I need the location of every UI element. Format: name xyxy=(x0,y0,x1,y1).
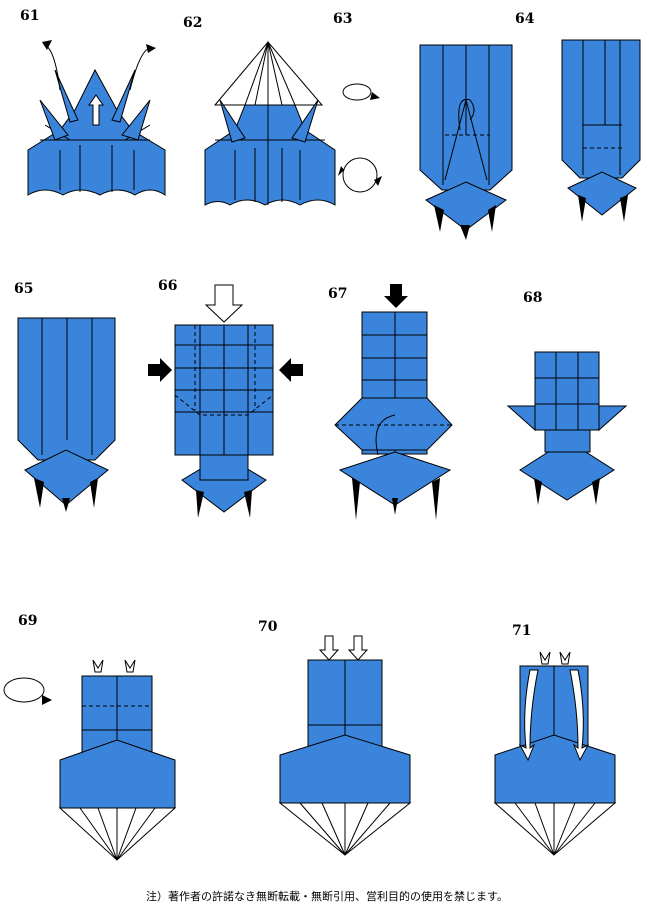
step-67-figure xyxy=(334,284,453,520)
step-62-figure xyxy=(204,40,336,206)
step-64-figures xyxy=(419,39,641,240)
step-number-68: 68 xyxy=(523,290,543,306)
step-number-70: 70 xyxy=(258,619,278,635)
step-65-figure xyxy=(17,317,116,512)
step-number-65: 65 xyxy=(14,281,34,297)
step-number-61: 61 xyxy=(20,8,40,24)
step-63-turnover-symbols xyxy=(338,83,382,193)
step-number-66: 66 xyxy=(158,278,178,294)
step-69-figure xyxy=(3,659,177,861)
step-number-71: 71 xyxy=(512,623,532,639)
step-71-figure xyxy=(493,651,617,856)
step-number-64: 64 xyxy=(515,11,535,27)
step-number-62: 62 xyxy=(183,15,203,31)
step-number-67: 67 xyxy=(328,286,348,302)
step-70-figure xyxy=(278,635,412,856)
step-number-63: 63 xyxy=(333,11,353,27)
step-61-figure xyxy=(27,40,166,196)
step-66-figure xyxy=(148,284,303,518)
step-68-figure xyxy=(506,351,628,505)
step-number-69: 69 xyxy=(18,613,38,629)
copyright-note: 注）著作者の許諾なき無断転載・無断引用、営利目的の使用を禁じます。 xyxy=(146,890,508,903)
